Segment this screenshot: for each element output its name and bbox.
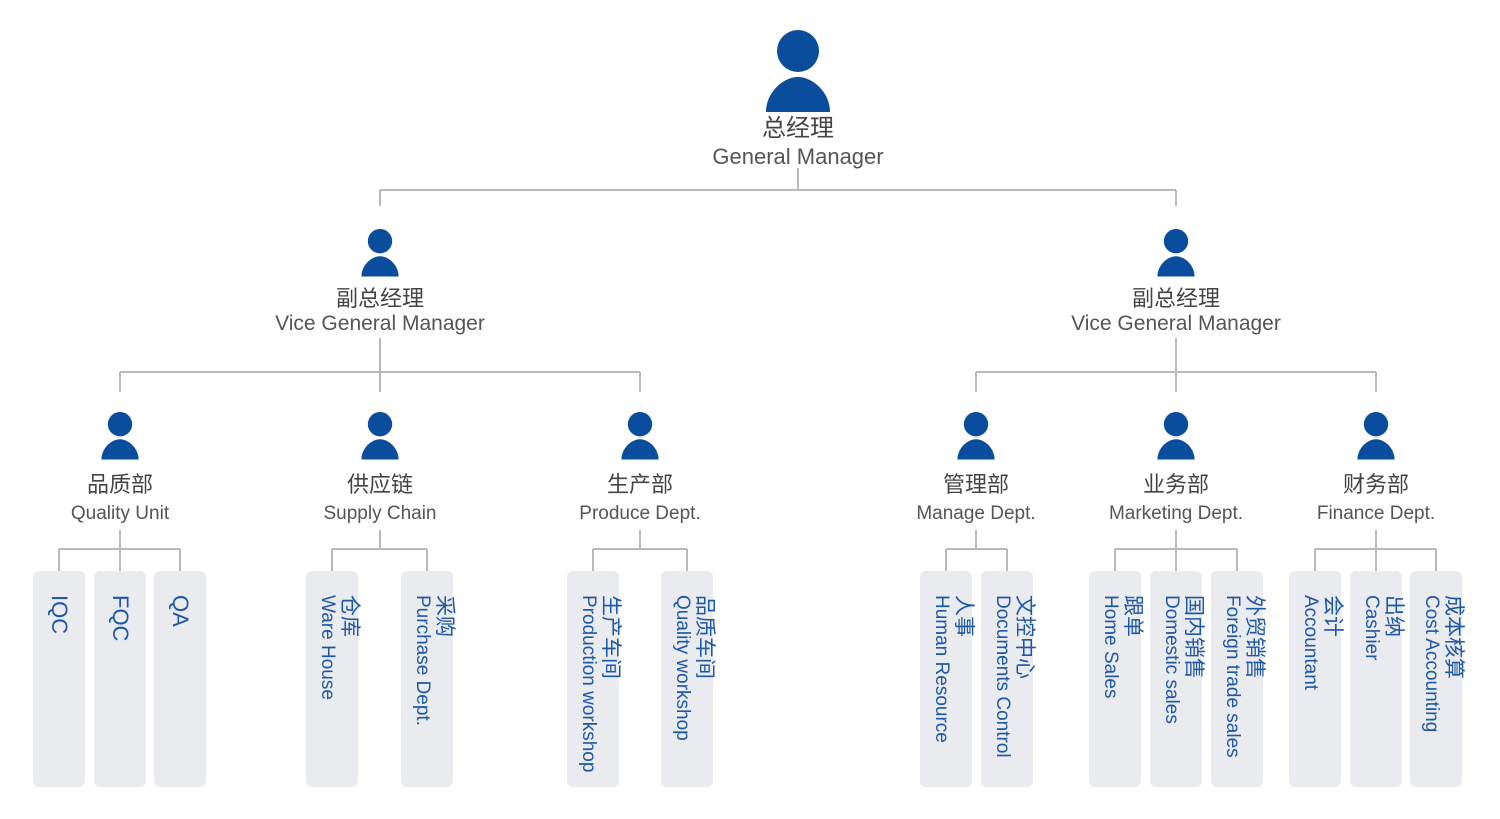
person-icon bbox=[361, 229, 399, 277]
node-department: 财务部 Finance Dept. bbox=[1317, 412, 1435, 524]
team-name-en: Foreign trade sales bbox=[1222, 595, 1243, 758]
person-icon bbox=[621, 412, 659, 460]
team-name-cn: 外贸销售 bbox=[1243, 595, 1267, 679]
team-name-en: IQC bbox=[47, 595, 72, 634]
team-name-en: Accountant bbox=[1300, 595, 1321, 691]
team-name-cn: 跟单 bbox=[1121, 595, 1145, 637]
node-title-cn: 副总经理 bbox=[1132, 287, 1220, 312]
dept-title-cn: 财务部 bbox=[1343, 473, 1409, 498]
person-icon bbox=[361, 412, 399, 460]
dept-title-en: Quality Unit bbox=[71, 503, 170, 524]
dept-title-cn: 生产部 bbox=[607, 473, 673, 498]
team-name-cn: 成本核算 bbox=[1442, 595, 1466, 679]
dept-title-cn: 管理部 bbox=[943, 473, 1009, 498]
team-name-en: Production workshop bbox=[578, 595, 599, 772]
team-name-en: Purchase Dept. bbox=[412, 595, 433, 726]
team-box: IQC bbox=[33, 571, 85, 787]
team-name-en: Quality workshop bbox=[672, 595, 693, 741]
dept-title-cn: 供应链 bbox=[347, 473, 413, 498]
team-name-en: Cost Accounting bbox=[1421, 595, 1442, 732]
team-name-cn: 会计 bbox=[1321, 595, 1345, 637]
node-department: 供应链 Supply Chain bbox=[323, 412, 437, 524]
team-name-en: Ware House bbox=[317, 595, 338, 700]
team-name-cn: 品质车间 bbox=[693, 595, 717, 679]
team-name-en: Home Sales bbox=[1100, 595, 1121, 699]
team-box: FQC bbox=[94, 571, 146, 787]
dept-title-en: Finance Dept. bbox=[1317, 503, 1435, 524]
team-name-en: Documents Control bbox=[992, 595, 1013, 758]
node-title-en: Vice General Manager bbox=[1071, 312, 1281, 335]
node-department: 生产部 Produce Dept. bbox=[579, 412, 701, 524]
node-title-en: Vice General Manager bbox=[275, 312, 485, 335]
team-name-cn: 国内销售 bbox=[1182, 595, 1206, 679]
person-icon bbox=[1157, 412, 1195, 460]
team-name-en: Human Resource bbox=[931, 595, 952, 743]
team-name-cn: 人事 bbox=[952, 595, 976, 637]
node-department: 管理部 Manage Dept. bbox=[916, 412, 1036, 524]
dept-title-en: Marketing Dept. bbox=[1109, 503, 1243, 524]
team-box: QA bbox=[154, 571, 206, 787]
person-icon bbox=[101, 412, 139, 460]
person-icon bbox=[766, 30, 830, 112]
team-name-cn: 生产车间 bbox=[599, 595, 623, 679]
team-name-en: Cashier bbox=[1361, 595, 1382, 661]
team-name-cn: 仓库 bbox=[338, 595, 362, 637]
connector-lines bbox=[58, 168, 1437, 571]
team-name-cn: 出纳 bbox=[1382, 595, 1406, 637]
node-title-cn: 副总经理 bbox=[336, 287, 424, 312]
node-title-en: General Manager bbox=[712, 144, 883, 169]
team-name-en: FQC bbox=[108, 595, 133, 642]
team-name-en: QA bbox=[168, 595, 193, 627]
dept-title-en: Supply Chain bbox=[323, 503, 436, 524]
node-department: 业务部 Marketing Dept. bbox=[1109, 412, 1243, 524]
person-icon bbox=[1157, 229, 1195, 277]
dept-title-en: Produce Dept. bbox=[579, 503, 700, 524]
dept-title-cn: 品质部 bbox=[87, 473, 153, 498]
person-icon bbox=[1357, 412, 1395, 460]
dept-title-en: Manage Dept. bbox=[916, 503, 1035, 524]
node-department: 品质部 Quality Unit bbox=[71, 412, 170, 524]
team-name-cn: 文控中心 bbox=[1013, 595, 1037, 679]
dept-title-cn: 业务部 bbox=[1143, 473, 1209, 498]
team-name-cn: 采购 bbox=[433, 595, 457, 637]
node-title-cn: 总经理 bbox=[762, 114, 834, 142]
person-icon bbox=[957, 412, 995, 460]
team-name-en: Domestic sales bbox=[1161, 595, 1182, 724]
